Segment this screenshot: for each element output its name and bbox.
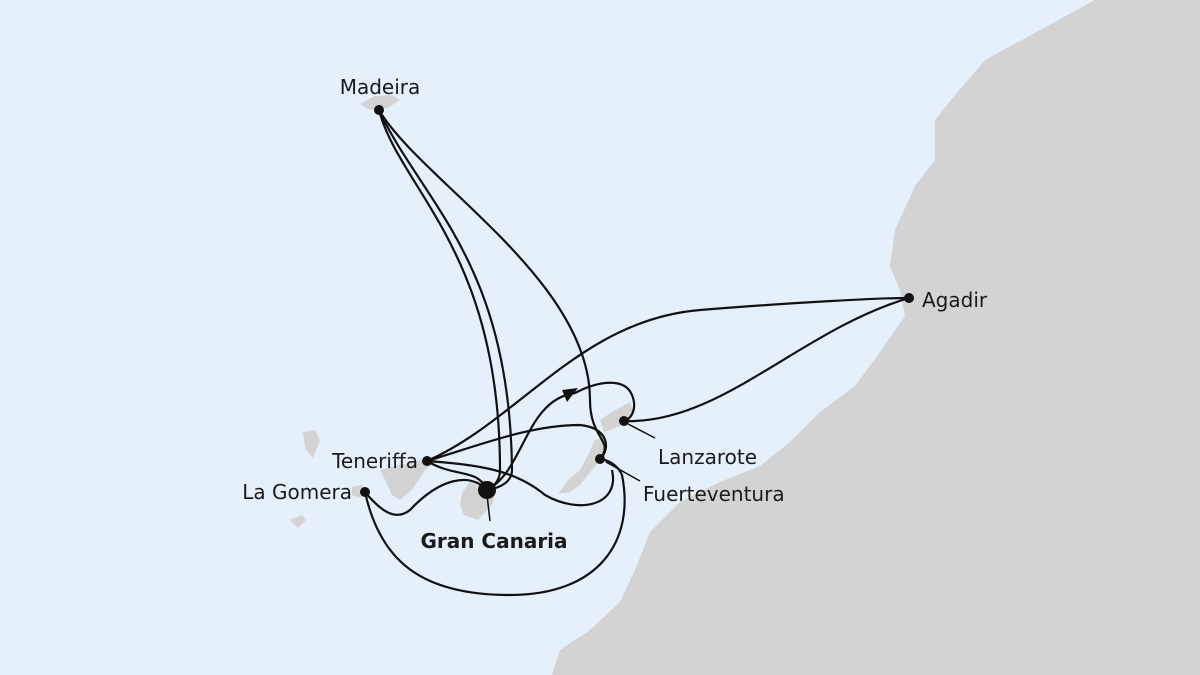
port-marker-la-gomera[interactable] [360,487,370,497]
leader-fuerteventura [605,461,641,482]
route-gran-canaria-lanzarote [486,381,636,491]
route-madeira-gran-canaria-2 [377,109,502,491]
direction-arrow-icon [562,388,578,402]
route-teneriffa-fuerteventura [426,423,608,463]
island-el-hierro [290,515,306,528]
leader-gran-canaria [486,494,491,522]
leader-lanzarote [627,423,656,439]
island-la-palma [303,430,320,458]
island-teneriffa [380,456,440,500]
island-lanzarote [600,402,633,432]
routes [363,109,910,597]
home-port-marker-gran-canaria[interactable] [478,481,496,499]
route-madeira-fuerteventura [378,109,606,460]
port-marker-teneriffa[interactable] [422,456,432,466]
port-marker-fuerteventura[interactable] [595,454,605,464]
route-teneriffa-agadir [426,296,910,463]
label-la-gomera: La Gomera [242,480,352,504]
island-fuerteventura [558,438,605,494]
africa-coast [552,0,1200,675]
port-marker-agadir[interactable] [904,293,914,303]
label-madeira: Madeira [340,75,421,99]
label-teneriffa: Teneriffa [331,449,418,473]
label-agadir: Agadir [922,288,988,312]
label-gran-canaria: Gran Canaria [420,529,567,553]
route-agadir-lanzarote [623,296,910,423]
island-madeira [360,95,400,110]
route-la-gomera-gran-canaria [364,478,488,516]
route-teneriffa-fuerteventura-2 [426,459,615,507]
label-lanzarote: Lanzarote [658,445,757,469]
port-marker-madeira[interactable] [374,105,384,115]
route-madeira-gran-canaria [377,109,514,492]
label-fuerteventura: Fuerteventura [643,482,785,506]
port-marker-lanzarote[interactable] [619,416,629,426]
